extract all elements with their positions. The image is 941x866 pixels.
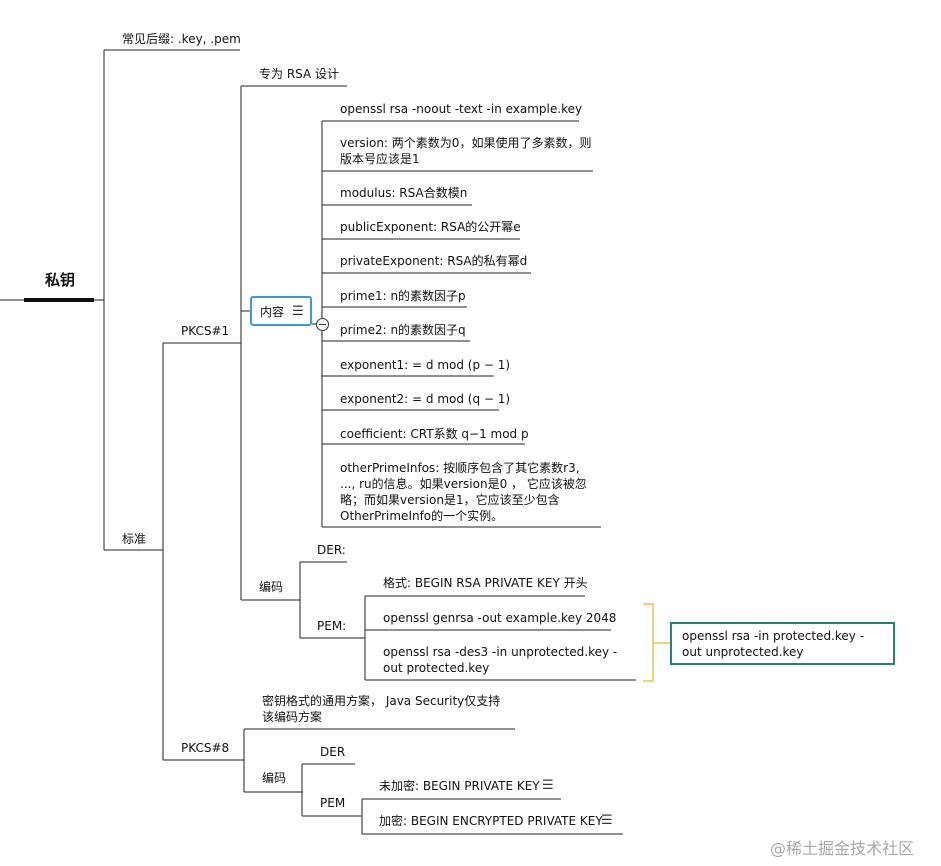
collapse-icon[interactable] xyxy=(316,318,329,331)
pkcs8-pem-encrypted[interactable]: 加密: BEGIN ENCRYPTED PRIVATE KEY xyxy=(379,814,603,828)
node-pkcs1-encoding[interactable]: 编码 xyxy=(259,580,284,594)
node-pkcs8-encoding[interactable]: 编码 xyxy=(262,771,287,785)
pem-summary-text: openssl rsa -in protected.key -out unpro… xyxy=(682,629,865,659)
content-item-exponent1[interactable]: exponent1: = d mod (p − 1) xyxy=(340,358,511,372)
node-pkcs1[interactable]: PKCS#1 xyxy=(181,324,230,338)
notes-icon: ☰ xyxy=(601,813,613,828)
node-pkcs1-pem[interactable]: PEM: xyxy=(317,619,347,633)
content-item-private-exponent[interactable]: privateExponent: RSA的私有幂d xyxy=(340,254,528,268)
node-standard[interactable]: 标准 xyxy=(122,532,147,546)
content-item-exponent2[interactable]: exponent2: = d mod (q − 1) xyxy=(340,392,511,406)
node-pkcs8-der[interactable]: DER xyxy=(320,745,346,759)
notes-icon: ☰ xyxy=(292,304,304,319)
content-item-modulus[interactable]: modulus: RSA合数模n xyxy=(340,186,468,200)
pem-item-format[interactable]: 格式: BEGIN RSA PRIVATE KEY 开头 xyxy=(383,576,588,590)
pem-summary-callout[interactable]: openssl rsa -in protected.key -out unpro… xyxy=(670,622,895,665)
node-suffix[interactable]: 常见后缀: .key, .pem xyxy=(122,32,241,46)
content-item-prime1[interactable]: prime1: n的素数因子p xyxy=(340,289,466,303)
node-content-label: 内容 xyxy=(260,305,285,319)
pem-item-genrsa[interactable]: openssl genrsa -out example.key 2048 xyxy=(383,611,617,625)
content-item-public-exponent[interactable]: publicExponent: RSA的公开幂e xyxy=(340,220,521,234)
watermark: @稀土掘金技术社区 xyxy=(770,839,915,858)
node-designed-for-rsa[interactable]: 专为 RSA 设计 xyxy=(259,67,340,81)
pkcs8-pem-unencrypted[interactable]: 未加密: BEGIN PRIVATE KEY xyxy=(379,779,540,793)
root-underline xyxy=(24,298,94,302)
content-item-version[interactable]: version: 两个素数为0，如果使用了多素数，则版本号应该是1 xyxy=(340,136,592,166)
pem-item-des3[interactable]: openssl rsa -des3 -in unprotected.key -o… xyxy=(383,645,618,675)
content-item-command[interactable]: openssl rsa -noout -text -in example.key xyxy=(340,102,583,116)
content-item-other-prime-infos[interactable]: otherPrimeInfos: 按顺序包含了其它素数r3, ..., ru的信… xyxy=(340,461,587,523)
content-item-coefficient[interactable]: coefficient: CRT系数 q−1 mod p xyxy=(340,427,529,441)
node-pkcs1-der[interactable]: DER: xyxy=(317,543,346,557)
node-pkcs8[interactable]: PKCS#8 xyxy=(181,741,230,755)
node-pkcs8-general[interactable]: 密钥格式的通用方案， Java Security仅支持该编码方案 xyxy=(262,694,501,724)
notes-icon: ☰ xyxy=(542,778,554,793)
root-node[interactable]: 私钥 xyxy=(44,271,75,289)
node-pkcs8-pem[interactable]: PEM xyxy=(320,796,346,810)
node-content-selected[interactable]: 内容 ☰ xyxy=(250,296,312,326)
content-item-prime2[interactable]: prime2: n的素数因子q xyxy=(340,323,466,337)
